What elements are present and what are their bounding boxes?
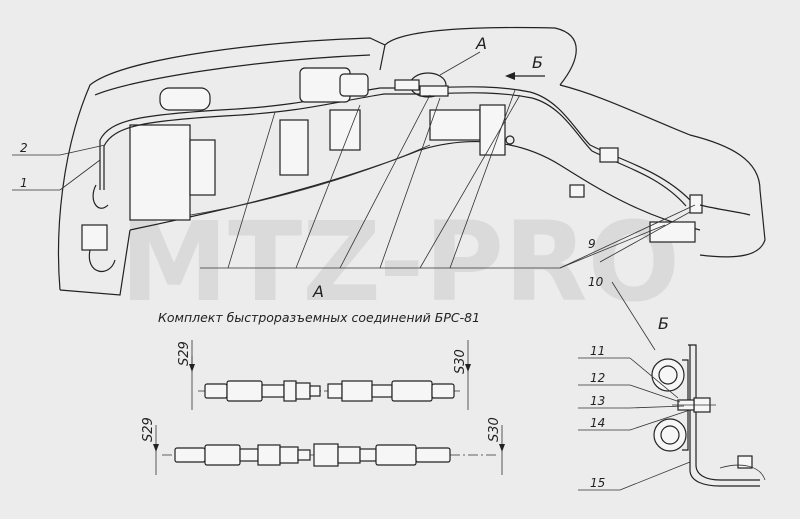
callout-14: 14 <box>590 416 605 430</box>
callout-12: 12 <box>590 371 605 385</box>
coupling-detail <box>153 340 505 475</box>
dim-s29-top: S29 <box>177 341 192 366</box>
callout-10: 10 <box>588 275 604 289</box>
callout-9: 9 <box>588 237 596 251</box>
callout-2: 2 <box>20 141 28 155</box>
kit-caption: Комплект быстроразъемных соединений БРС-… <box>158 310 480 325</box>
callout-13: 13 <box>590 394 605 408</box>
dim-s30-top: S30 <box>453 349 468 374</box>
coupling-row-2 <box>174 443 451 467</box>
view-a-label-bottom: А <box>312 282 324 301</box>
dim-s29-bottom: S29 <box>141 417 156 442</box>
callout-15: 15 <box>590 476 605 490</box>
tractor-main-view <box>57 26 766 296</box>
leader-lines <box>12 51 696 351</box>
callout-11: 11 <box>590 344 605 358</box>
callout-1: 1 <box>20 176 28 190</box>
detail-b <box>578 344 766 491</box>
view-b-label-detail: Б <box>658 314 669 333</box>
dim-s30-bottom: S30 <box>487 417 502 442</box>
coupling-row-1 <box>204 380 455 402</box>
view-a-label-top: А <box>475 34 487 53</box>
view-b-label-top: Б <box>532 53 543 72</box>
watermark: MTZ-PRO <box>120 198 680 326</box>
